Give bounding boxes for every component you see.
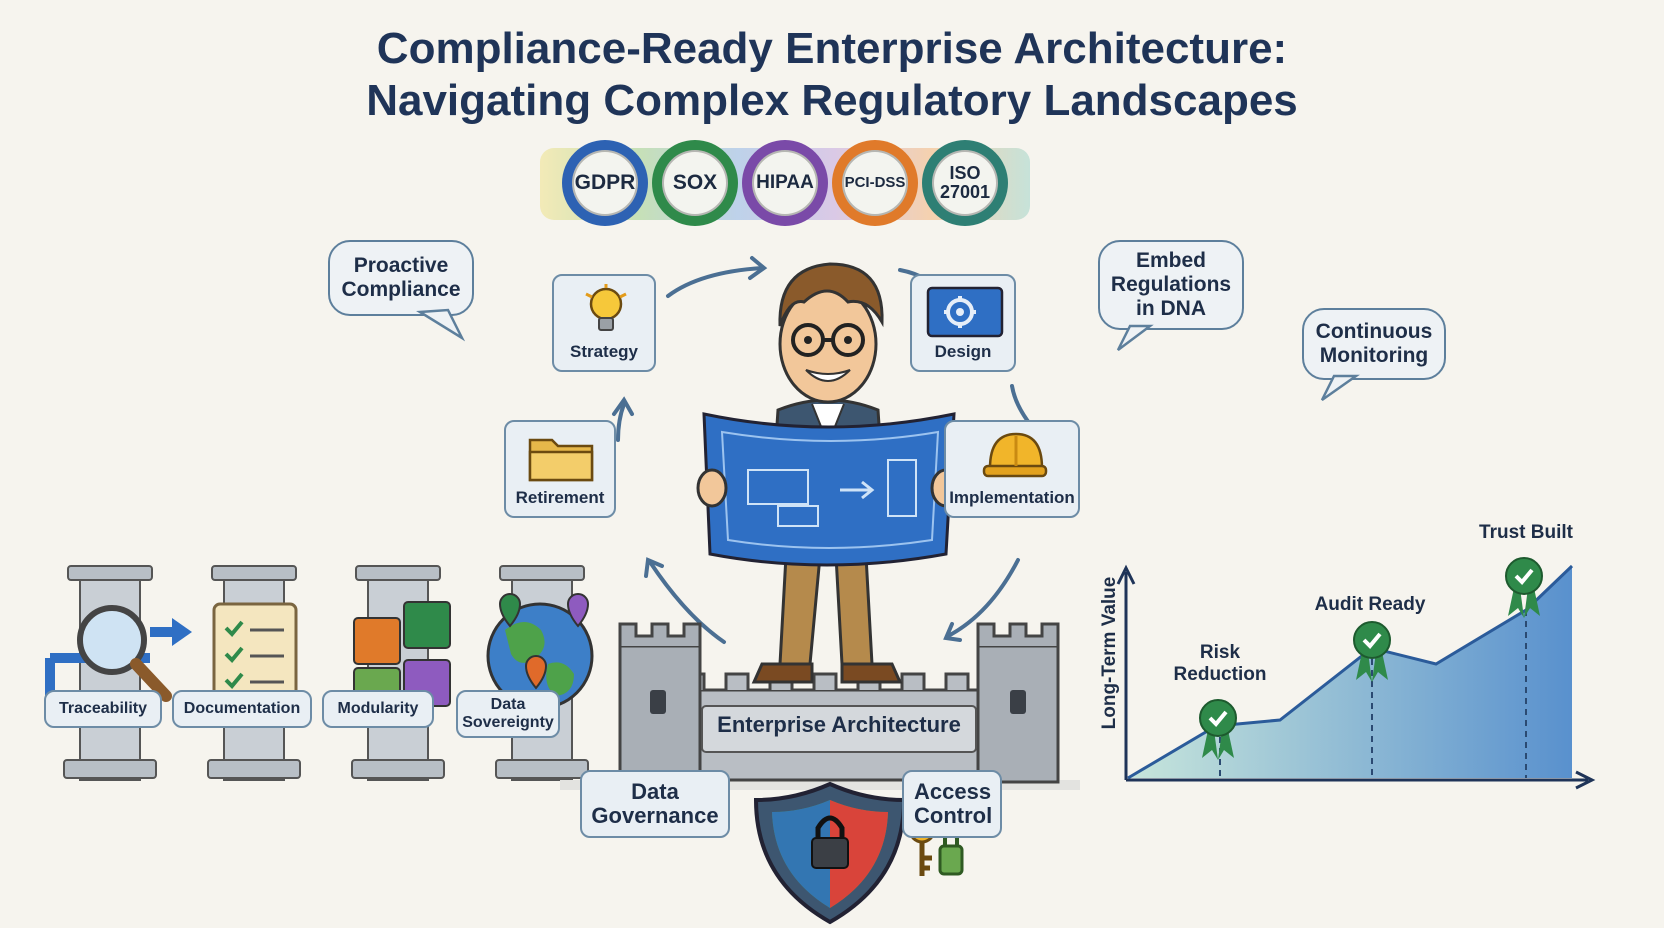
pillar-sovereignty-text: Data Sovereignty (462, 696, 554, 731)
fortress-illustration (560, 622, 1080, 790)
bubble-continuous-monitoring: Continuous Monitoring (1302, 308, 1446, 380)
fortress-label: Enterprise Architecture (717, 712, 961, 737)
blueprint-gear-icon (926, 286, 1004, 338)
pillar-modularity (351, 565, 451, 781)
milestone-risk-reduction: Risk Reduction (1173, 642, 1267, 685)
access-control-box: Access Control (902, 770, 1002, 838)
bubble-embed-regulations: Embed Regulations in DNA (1098, 240, 1244, 330)
card-implementation-label: Implementation (949, 488, 1075, 507)
folder-icon (528, 438, 594, 482)
ribbon-audit-ready (1353, 621, 1391, 682)
badge-iso-27001: ISO 27001 (922, 140, 1008, 226)
badge-hipaa: HIPAA (742, 140, 828, 226)
pillar-label-traceability: Traceability (44, 690, 162, 728)
card-strategy: Strategy (552, 274, 656, 372)
value-chart-axes (1116, 564, 1596, 790)
bubble-tail-proactive (416, 308, 466, 342)
pillar-modularity-text: Modularity (337, 700, 419, 717)
badge-sox: SOX (652, 140, 738, 226)
title-line-2: Navigating Complex Regulatory Landscapes (366, 76, 1298, 125)
milestone-trust-built: Trust Built (1479, 522, 1573, 543)
pillar-traceability-text: Traceability (58, 700, 148, 717)
badge-gdpr: GDPR (562, 140, 648, 226)
bubble-embed-text: Embed Regulations in DNA (1110, 249, 1232, 320)
data-governance-box: Data Governance (580, 770, 730, 838)
badge-iso-label: ISO 27001 (940, 163, 991, 202)
pillar-label-documentation: Documentation (172, 690, 312, 728)
bubble-proactive-compliance: Proactive Compliance (328, 240, 474, 316)
badge-gdpr-label: GDPR (574, 171, 636, 194)
badge-pci-dss: PCI-DSS (832, 140, 918, 226)
card-strategy-label: Strategy (569, 342, 639, 361)
bubble-proactive-text: Proactive Compliance (341, 254, 461, 301)
milestone-audit-ready: Audit Ready (1314, 594, 1426, 615)
card-design-label: Design (934, 342, 992, 361)
hard-hat-icon (982, 432, 1048, 478)
security-shield (753, 781, 907, 925)
badge-hipaa-label: HIPAA (756, 172, 814, 193)
access-control-text: Access Control (914, 779, 993, 828)
ribbon-risk-reduction (1199, 699, 1237, 760)
ribbon-trust-built (1505, 557, 1543, 618)
bubble-tail-embed (1116, 324, 1154, 351)
bubble-monitoring-text: Continuous Monitoring (1315, 320, 1433, 367)
card-retirement-label: Retirement (515, 488, 605, 507)
pillar-documentation-text: Documentation (183, 700, 301, 717)
card-implementation: Implementation (944, 420, 1080, 518)
pillar-documentation (207, 565, 301, 781)
bubble-tail-monitoring (1320, 374, 1360, 402)
badge-sox-label: SOX (672, 171, 718, 194)
badge-pci-dss-label: PCI-DSS (844, 174, 906, 191)
pillar-traceability (45, 565, 192, 781)
padlock-icon (938, 830, 964, 876)
pillar-label-modularity: Modularity (322, 690, 434, 728)
chart-y-axis-label: Long-Term Value (1099, 576, 1120, 730)
pillar-data-sovereignty (486, 565, 594, 781)
card-design: Design (910, 274, 1016, 372)
lightbulb-icon (585, 284, 627, 331)
data-governance-text: Data Governance (591, 779, 719, 828)
architect-character (696, 262, 962, 684)
card-retirement: Retirement (504, 420, 616, 518)
pillar-label-data-sovereignty: Data Sovereignty (456, 690, 560, 738)
title-line-1: Compliance-Ready Enterprise Architecture… (376, 24, 1288, 73)
